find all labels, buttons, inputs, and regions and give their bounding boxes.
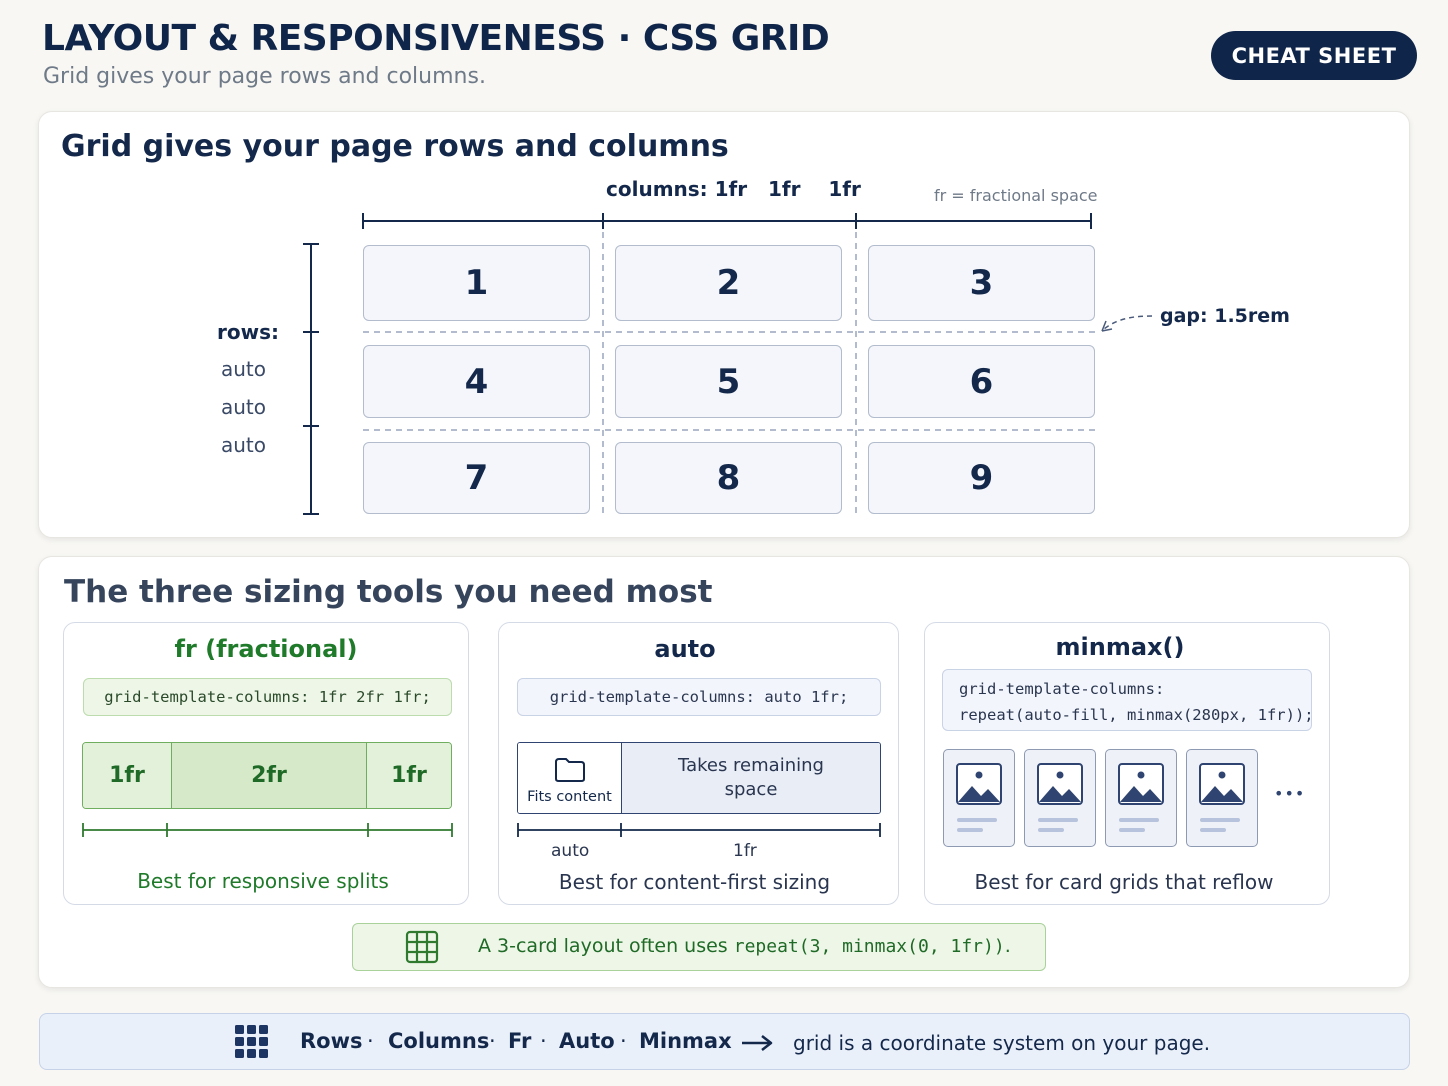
gap-label: gap: 1.5rem <box>1160 305 1290 327</box>
cheat-sheet-badge: CHEAT SHEET <box>1211 31 1417 80</box>
fr-axis-label: 1fr <box>733 841 757 861</box>
tip-prefix: A 3-card layout often uses <box>478 935 734 957</box>
grid-cell: 1 <box>363 245 590 321</box>
fr-segment-2: 2fr <box>171 743 367 808</box>
tip-code: repeat(3, minmax(0, 1fr)) <box>733 936 1005 957</box>
arrow-right-icon <box>742 1035 773 1051</box>
sizing-panel-title: The three sizing tools you need most <box>64 574 713 610</box>
image-placeholder-icon <box>956 763 1002 832</box>
tip-banner <box>352 923 1046 971</box>
footer-item-columns: Columns <box>388 1029 490 1053</box>
tip-text: A 3-card layout often uses repeat(3, min… <box>478 935 1011 957</box>
auto-code: grid-template-columns: auto 1fr; <box>517 678 881 716</box>
gap-lines <box>363 232 1096 516</box>
card-thumbnail <box>1105 749 1177 847</box>
minmax-code-line-1: grid-template-columns: <box>959 680 1165 698</box>
page-title: LAYOUT & RESPONSIVENESS · CSS GRID <box>42 18 830 59</box>
footer-item-fr: Fr <box>508 1029 532 1053</box>
minmax-code: grid-template-columns: repeat(auto-fill,… <box>942 669 1314 731</box>
fits-content-label: Fits content <box>527 789 612 805</box>
image-placeholder-icon <box>1199 763 1245 832</box>
footer-item-auto: Auto <box>559 1029 615 1053</box>
columns-label: columns: 1fr 1fr 1fr <box>606 177 861 201</box>
card-thumbnail <box>943 749 1015 847</box>
minmax-code-line-2: repeat(auto-fill, minmax(280px, 1fr)); <box>959 706 1314 724</box>
grid-cell: 3 <box>868 245 1095 321</box>
grid-cell: 8 <box>615 442 842 514</box>
fr-ruler <box>82 823 453 837</box>
minmax-caption: Best for card grids that reflow <box>974 870 1274 894</box>
minmax-card-heading: minmax() <box>1055 633 1185 661</box>
grid-cell: 5 <box>615 345 842 418</box>
fr-note: fr = fractional space <box>934 186 1098 205</box>
auto-bar: Fits content Takes remaining space <box>517 742 881 814</box>
grid-cell: 6 <box>868 345 1095 418</box>
row-size-3: auto <box>221 433 267 457</box>
image-placeholder-icon <box>1118 763 1164 832</box>
grid-cell: 9 <box>868 442 1095 514</box>
apps-grid-icon <box>235 1025 268 1058</box>
auto-fit-segment: Fits content <box>518 743 622 813</box>
fr-caption: Best for responsive splits <box>137 869 389 893</box>
image-placeholder-icon <box>1037 763 1083 832</box>
row-ruler <box>303 243 319 515</box>
row-size-2: auto <box>221 395 267 419</box>
grid-cell: 4 <box>363 345 590 418</box>
row-size-1: auto <box>221 357 267 381</box>
footer-separator: · <box>620 1029 627 1053</box>
auto-rest-segment: Takes remaining space <box>622 743 880 813</box>
grid-diagram-lines <box>303 213 1153 516</box>
tip-suffix: . <box>1004 935 1011 957</box>
footer-separator: · <box>367 1029 374 1053</box>
grid-icon <box>405 930 439 964</box>
rows-label: rows: <box>217 320 279 344</box>
auto-ruler <box>517 823 881 837</box>
fr-card-heading: fr (fractional) <box>174 635 358 663</box>
fr-code: grid-template-columns: 1fr 2fr 1fr; <box>83 678 452 716</box>
fr-segment-1: 1fr <box>83 743 171 808</box>
card-thumbnail <box>1186 749 1258 847</box>
auto-caption: Best for content-first sizing <box>558 870 831 894</box>
fr-bar: 1fr 2fr 1fr <box>82 742 452 809</box>
column-ruler <box>362 213 1092 229</box>
grid-cell: 7 <box>363 442 590 514</box>
more-ellipsis: ••• <box>1274 784 1306 803</box>
page-subtitle: Grid gives your page rows and columns. <box>43 64 486 89</box>
auto-card-heading: auto <box>654 635 716 663</box>
card-thumbnail <box>1024 749 1096 847</box>
footer-item-minmax: Minmax <box>639 1029 732 1053</box>
footer-separator: · <box>489 1029 496 1053</box>
footer-item-rows: Rows <box>300 1029 363 1053</box>
folder-icon <box>554 758 585 782</box>
footer-separator: · <box>540 1029 547 1053</box>
auto-axis-label: auto <box>551 841 590 861</box>
fr-segment-3: 1fr <box>367 743 451 808</box>
gap-arrow-icon <box>1101 315 1153 332</box>
grid-panel-title: Grid gives your page rows and columns <box>61 129 729 164</box>
grid-cell: 2 <box>615 245 842 321</box>
footer-tagline: grid is a coordinate system on your page… <box>793 1031 1211 1055</box>
